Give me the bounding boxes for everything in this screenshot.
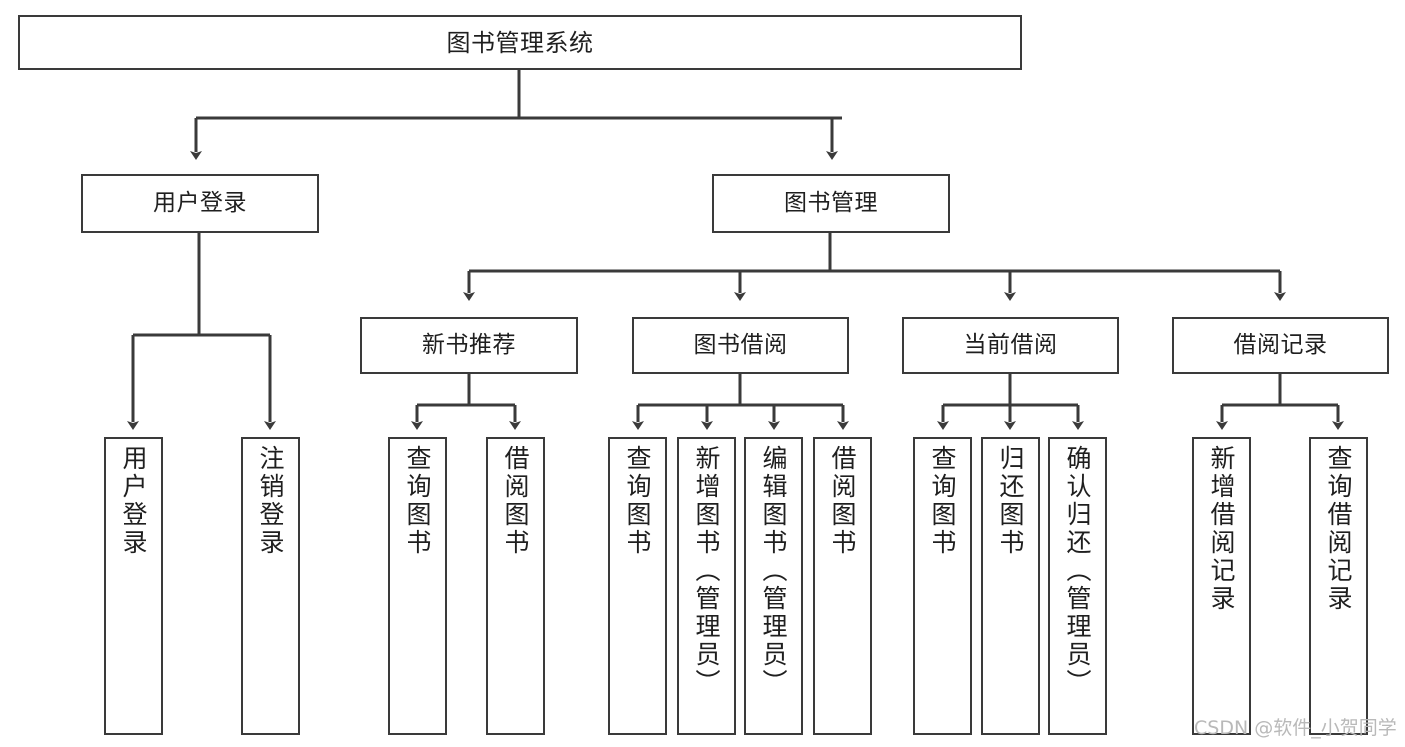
node-root-label: 图书管理系统 [446,28,594,57]
node-leaf-query-book-recommend-label: 查询图书 [403,445,432,557]
node-leaf-confirm-return-admin[interactable]: 确认归还（管理员） [1048,437,1107,735]
node-current-borrowing-label: 当前借阅 [963,332,1058,359]
node-leaf-query-book-recommend[interactable]: 查询图书 [388,437,447,735]
node-leaf-edit-book-admin[interactable]: 编辑图书（管理员） [744,437,803,735]
node-leaf-user-login[interactable]: 用户登录 [104,437,163,735]
node-new-book-recommendation-label: 新书推荐 [422,332,516,359]
node-leaf-query-book-current[interactable]: 查询图书 [913,437,972,735]
node-user-login-label: 用户登录 [153,190,247,217]
node-current-borrowing[interactable]: 当前借阅 [902,317,1119,374]
node-leaf-borrow-book-recommend-label: 借阅图书 [501,445,530,557]
node-new-book-recommendation[interactable]: 新书推荐 [360,317,578,374]
node-leaf-query-borrowing-record[interactable]: 查询借阅记录 [1309,437,1368,735]
node-leaf-borrow-book-label: 借阅图书 [828,445,857,557]
node-leaf-logout[interactable]: 注销登录 [241,437,300,735]
node-leaf-query-borrowing-record-label: 查询借阅记录 [1324,445,1353,613]
node-root-book-management-system[interactable]: 图书管理系统 [18,15,1022,70]
node-book-management[interactable]: 图书管理 [712,174,950,233]
node-leaf-add-borrowing-record-label: 新增借阅记录 [1207,445,1236,613]
node-leaf-query-book-borrowing[interactable]: 查询图书 [608,437,667,735]
node-book-borrowing[interactable]: 图书借阅 [632,317,849,374]
node-book-management-label: 图书管理 [784,190,878,217]
node-leaf-return-book-label: 归还图书 [996,445,1025,557]
node-borrowing-record[interactable]: 借阅记录 [1172,317,1389,374]
node-borrowing-record-label: 借阅记录 [1233,332,1328,359]
node-leaf-return-book[interactable]: 归还图书 [981,437,1040,735]
node-leaf-edit-book-admin-label: 编辑图书（管理员） [759,445,788,697]
node-leaf-add-borrowing-record[interactable]: 新增借阅记录 [1192,437,1251,735]
node-user-login[interactable]: 用户登录 [81,174,319,233]
node-leaf-confirm-return-admin-label: 确认归还（管理员） [1063,445,1092,697]
node-leaf-borrow-book[interactable]: 借阅图书 [813,437,872,735]
node-leaf-query-book-borrowing-label: 查询图书 [623,445,652,557]
node-leaf-user-login-label: 用户登录 [119,445,148,557]
node-leaf-add-book-admin-label: 新增图书（管理员） [692,445,721,697]
watermark-csdn: CSDN @软件_小贺同学 [1194,717,1397,739]
node-leaf-add-book-admin[interactable]: 新增图书（管理员） [677,437,736,735]
node-leaf-logout-label: 注销登录 [256,445,285,557]
node-leaf-borrow-book-recommend[interactable]: 借阅图书 [486,437,545,735]
node-leaf-query-book-current-label: 查询图书 [928,445,957,557]
node-book-borrowing-label: 图书借阅 [693,332,788,359]
